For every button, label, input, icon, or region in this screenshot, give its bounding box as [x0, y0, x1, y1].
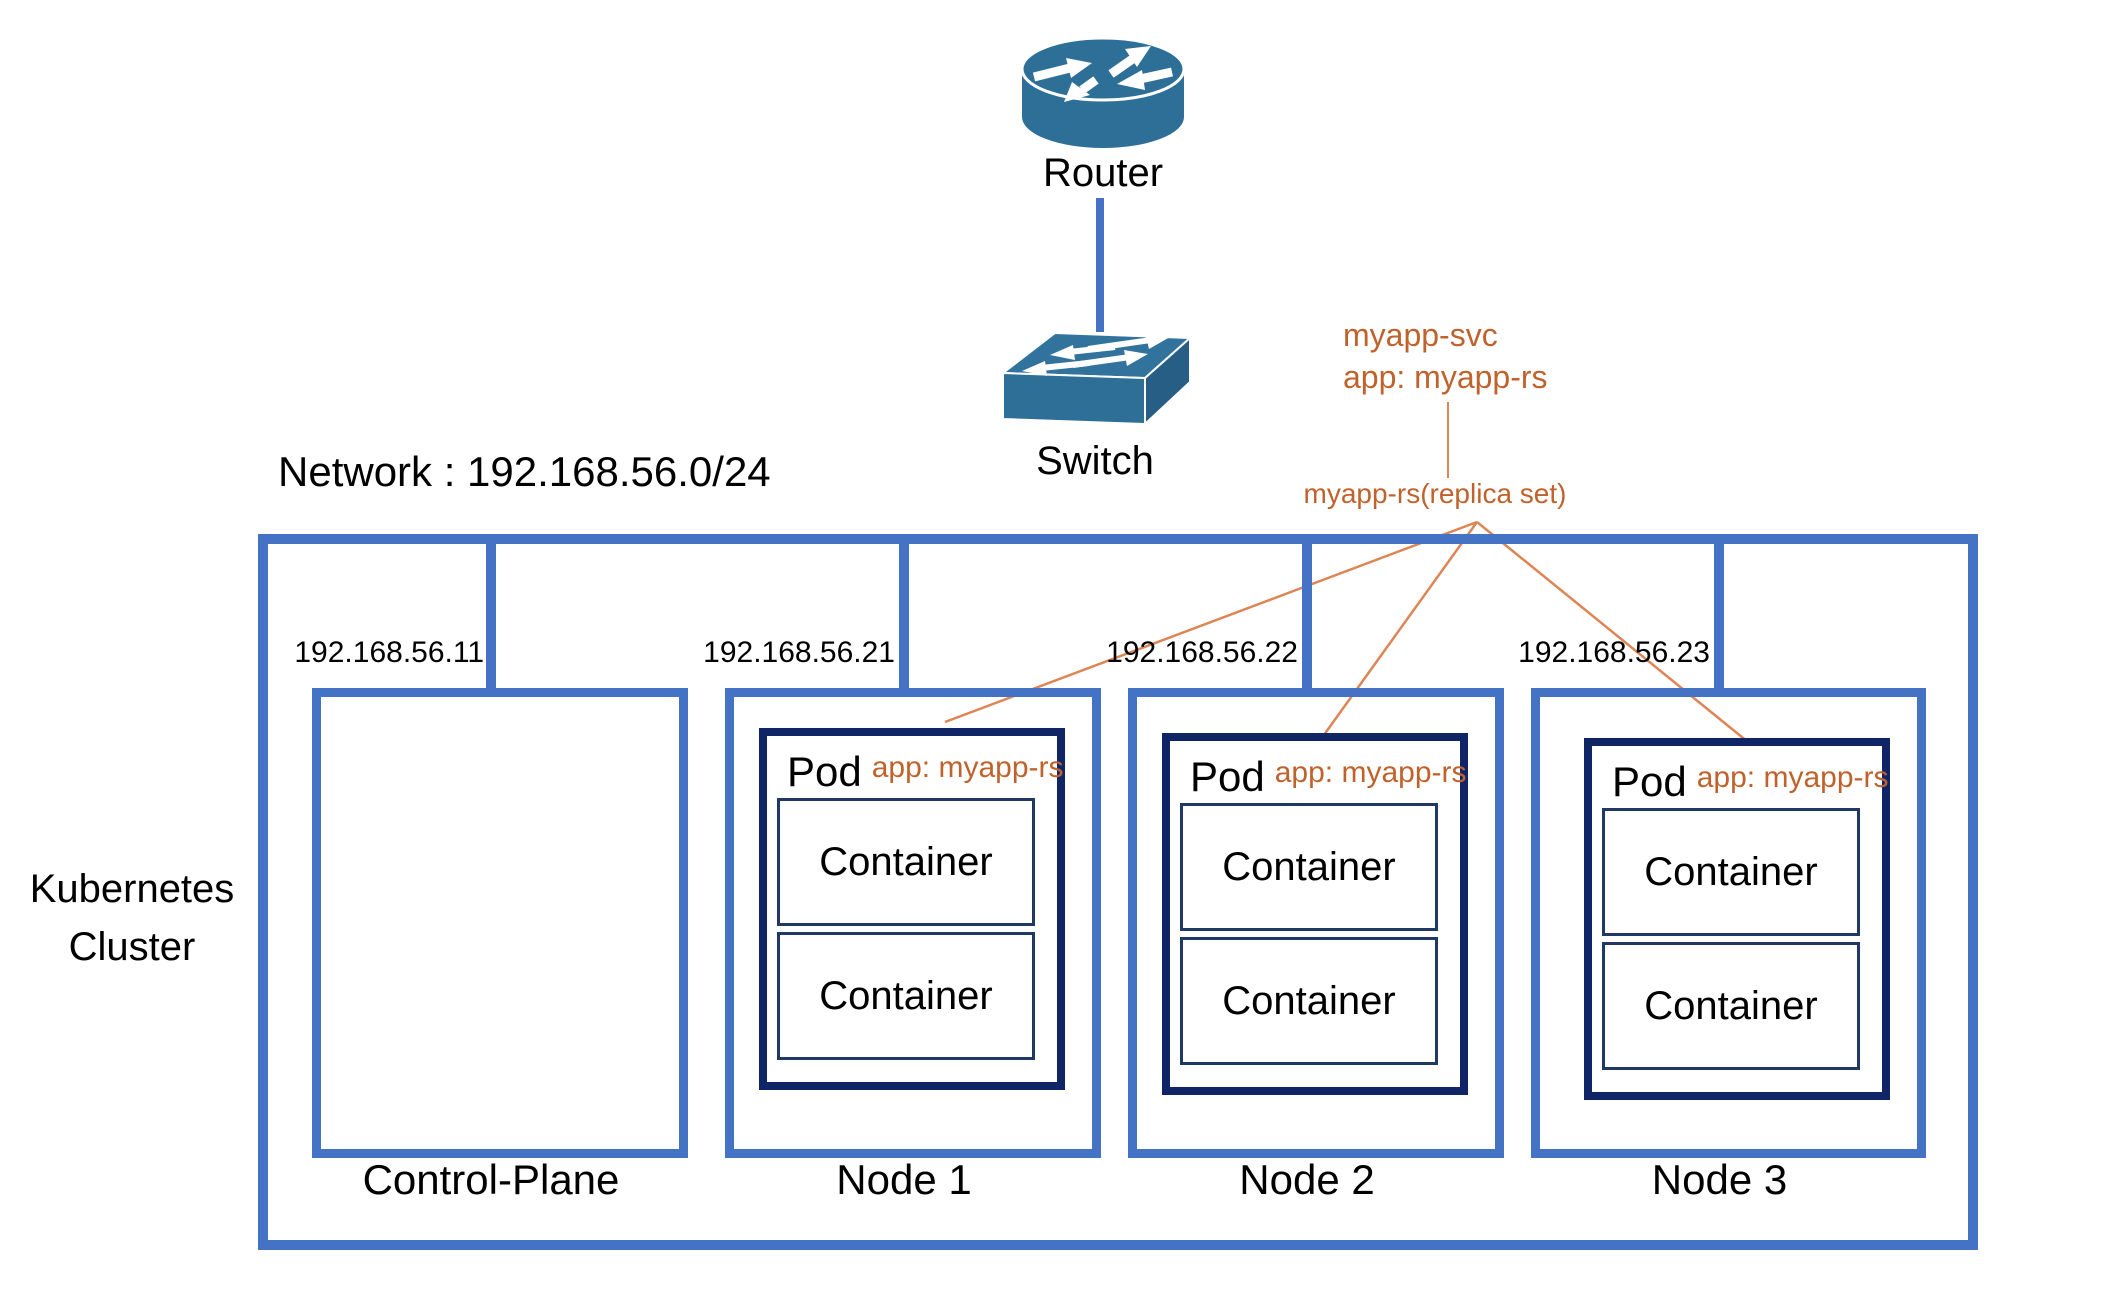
- replicaset-label: myapp-rs(replica set): [1303, 478, 1567, 509]
- network-drop-line-node-2: [1302, 544, 1312, 692]
- node-1-box: Pod app: myapp-rs Container Container: [725, 688, 1101, 1158]
- node-3-pod-box: Pod app: myapp-rs Container Container: [1584, 738, 1890, 1100]
- cluster-label-line2: Cluster: [68, 925, 196, 969]
- node-2-container-1: Container: [1180, 803, 1438, 931]
- node-1-container-2: Container: [777, 932, 1035, 1060]
- node-1-pod-box: Pod app: myapp-rs Container Container: [759, 728, 1065, 1090]
- node-2-pod-label: Pod: [1190, 753, 1265, 800]
- node-1-container-1: Container: [777, 798, 1035, 926]
- node-3-name-label: Node 3: [1651, 1156, 1788, 1203]
- node-2-pod-app-label: app: myapp-rs: [1274, 756, 1467, 789]
- ip-label-node-2: 192.168.56.22: [1106, 636, 1298, 669]
- node-2-box: Pod app: myapp-rs Container Container: [1128, 688, 1504, 1158]
- node-3-container-2-label: Container: [1644, 983, 1818, 1028]
- cluster-label: Kubernetes Cluster: [8, 860, 256, 976]
- ip-label-node-1: 192.168.56.21: [703, 636, 895, 669]
- node-3-container-1-label: Container: [1644, 849, 1818, 894]
- switch-label: Switch: [1036, 439, 1154, 483]
- service-name-label: myapp-svc: [1343, 317, 1498, 353]
- node-1-name-label: Node 1: [836, 1156, 972, 1203]
- kubernetes-cluster-box: [258, 534, 1978, 1250]
- node-3-pod-app-label: app: myapp-rs: [1696, 761, 1889, 794]
- replicaset-to-pod3-line: [1476, 521, 1749, 743]
- node-3-pod-header: Pod app: myapp-rs: [1612, 758, 1888, 806]
- node-1-pod-app-label: app: myapp-rs: [871, 751, 1064, 784]
- network-label: Network : 192.168.56.0/24: [278, 448, 771, 495]
- replicaset-to-pod2-line: [1319, 521, 1479, 740]
- router-switch-link: [1096, 198, 1104, 332]
- network-drop-line-node-3: [1714, 544, 1724, 692]
- ip-label-node-3: 192.168.56.23: [1518, 636, 1710, 669]
- node-2-pod-header: Pod app: myapp-rs: [1190, 753, 1466, 801]
- switch-icon: [1000, 331, 1193, 427]
- control-plane-box: [312, 688, 688, 1158]
- service-selector-label: app: myapp-rs: [1343, 359, 1548, 395]
- node-2-pod-box: Pod app: myapp-rs Container Container: [1162, 733, 1468, 1095]
- node-2-container-2: Container: [1180, 937, 1438, 1065]
- router-icon: [1020, 36, 1186, 148]
- node-3-container-1: Container: [1602, 808, 1860, 936]
- node-1-container-2-label: Container: [819, 973, 993, 1018]
- node-3-box: Pod app: myapp-rs Container Container: [1531, 688, 1926, 1158]
- router-label: Router: [1042, 151, 1164, 195]
- node-2-container-2-label: Container: [1222, 978, 1396, 1023]
- cluster-label-line1: Kubernetes: [29, 867, 235, 911]
- ip-label-control-plane: 192.168.56.11: [294, 636, 484, 669]
- network-drop-line-control-plane: [486, 544, 496, 692]
- node-1-pod-header: Pod app: myapp-rs: [787, 748, 1063, 796]
- node-1-container-1-label: Container: [819, 839, 993, 884]
- node-1-pod-label: Pod: [787, 748, 862, 795]
- node-3-pod-label: Pod: [1612, 758, 1687, 805]
- network-drop-line-node-1: [899, 544, 909, 692]
- node-2-container-1-label: Container: [1222, 844, 1396, 889]
- control-plane-name-label: Control-Plane: [362, 1156, 620, 1203]
- node-3-container-2: Container: [1602, 942, 1860, 1070]
- node-2-name-label: Node 2: [1239, 1156, 1375, 1203]
